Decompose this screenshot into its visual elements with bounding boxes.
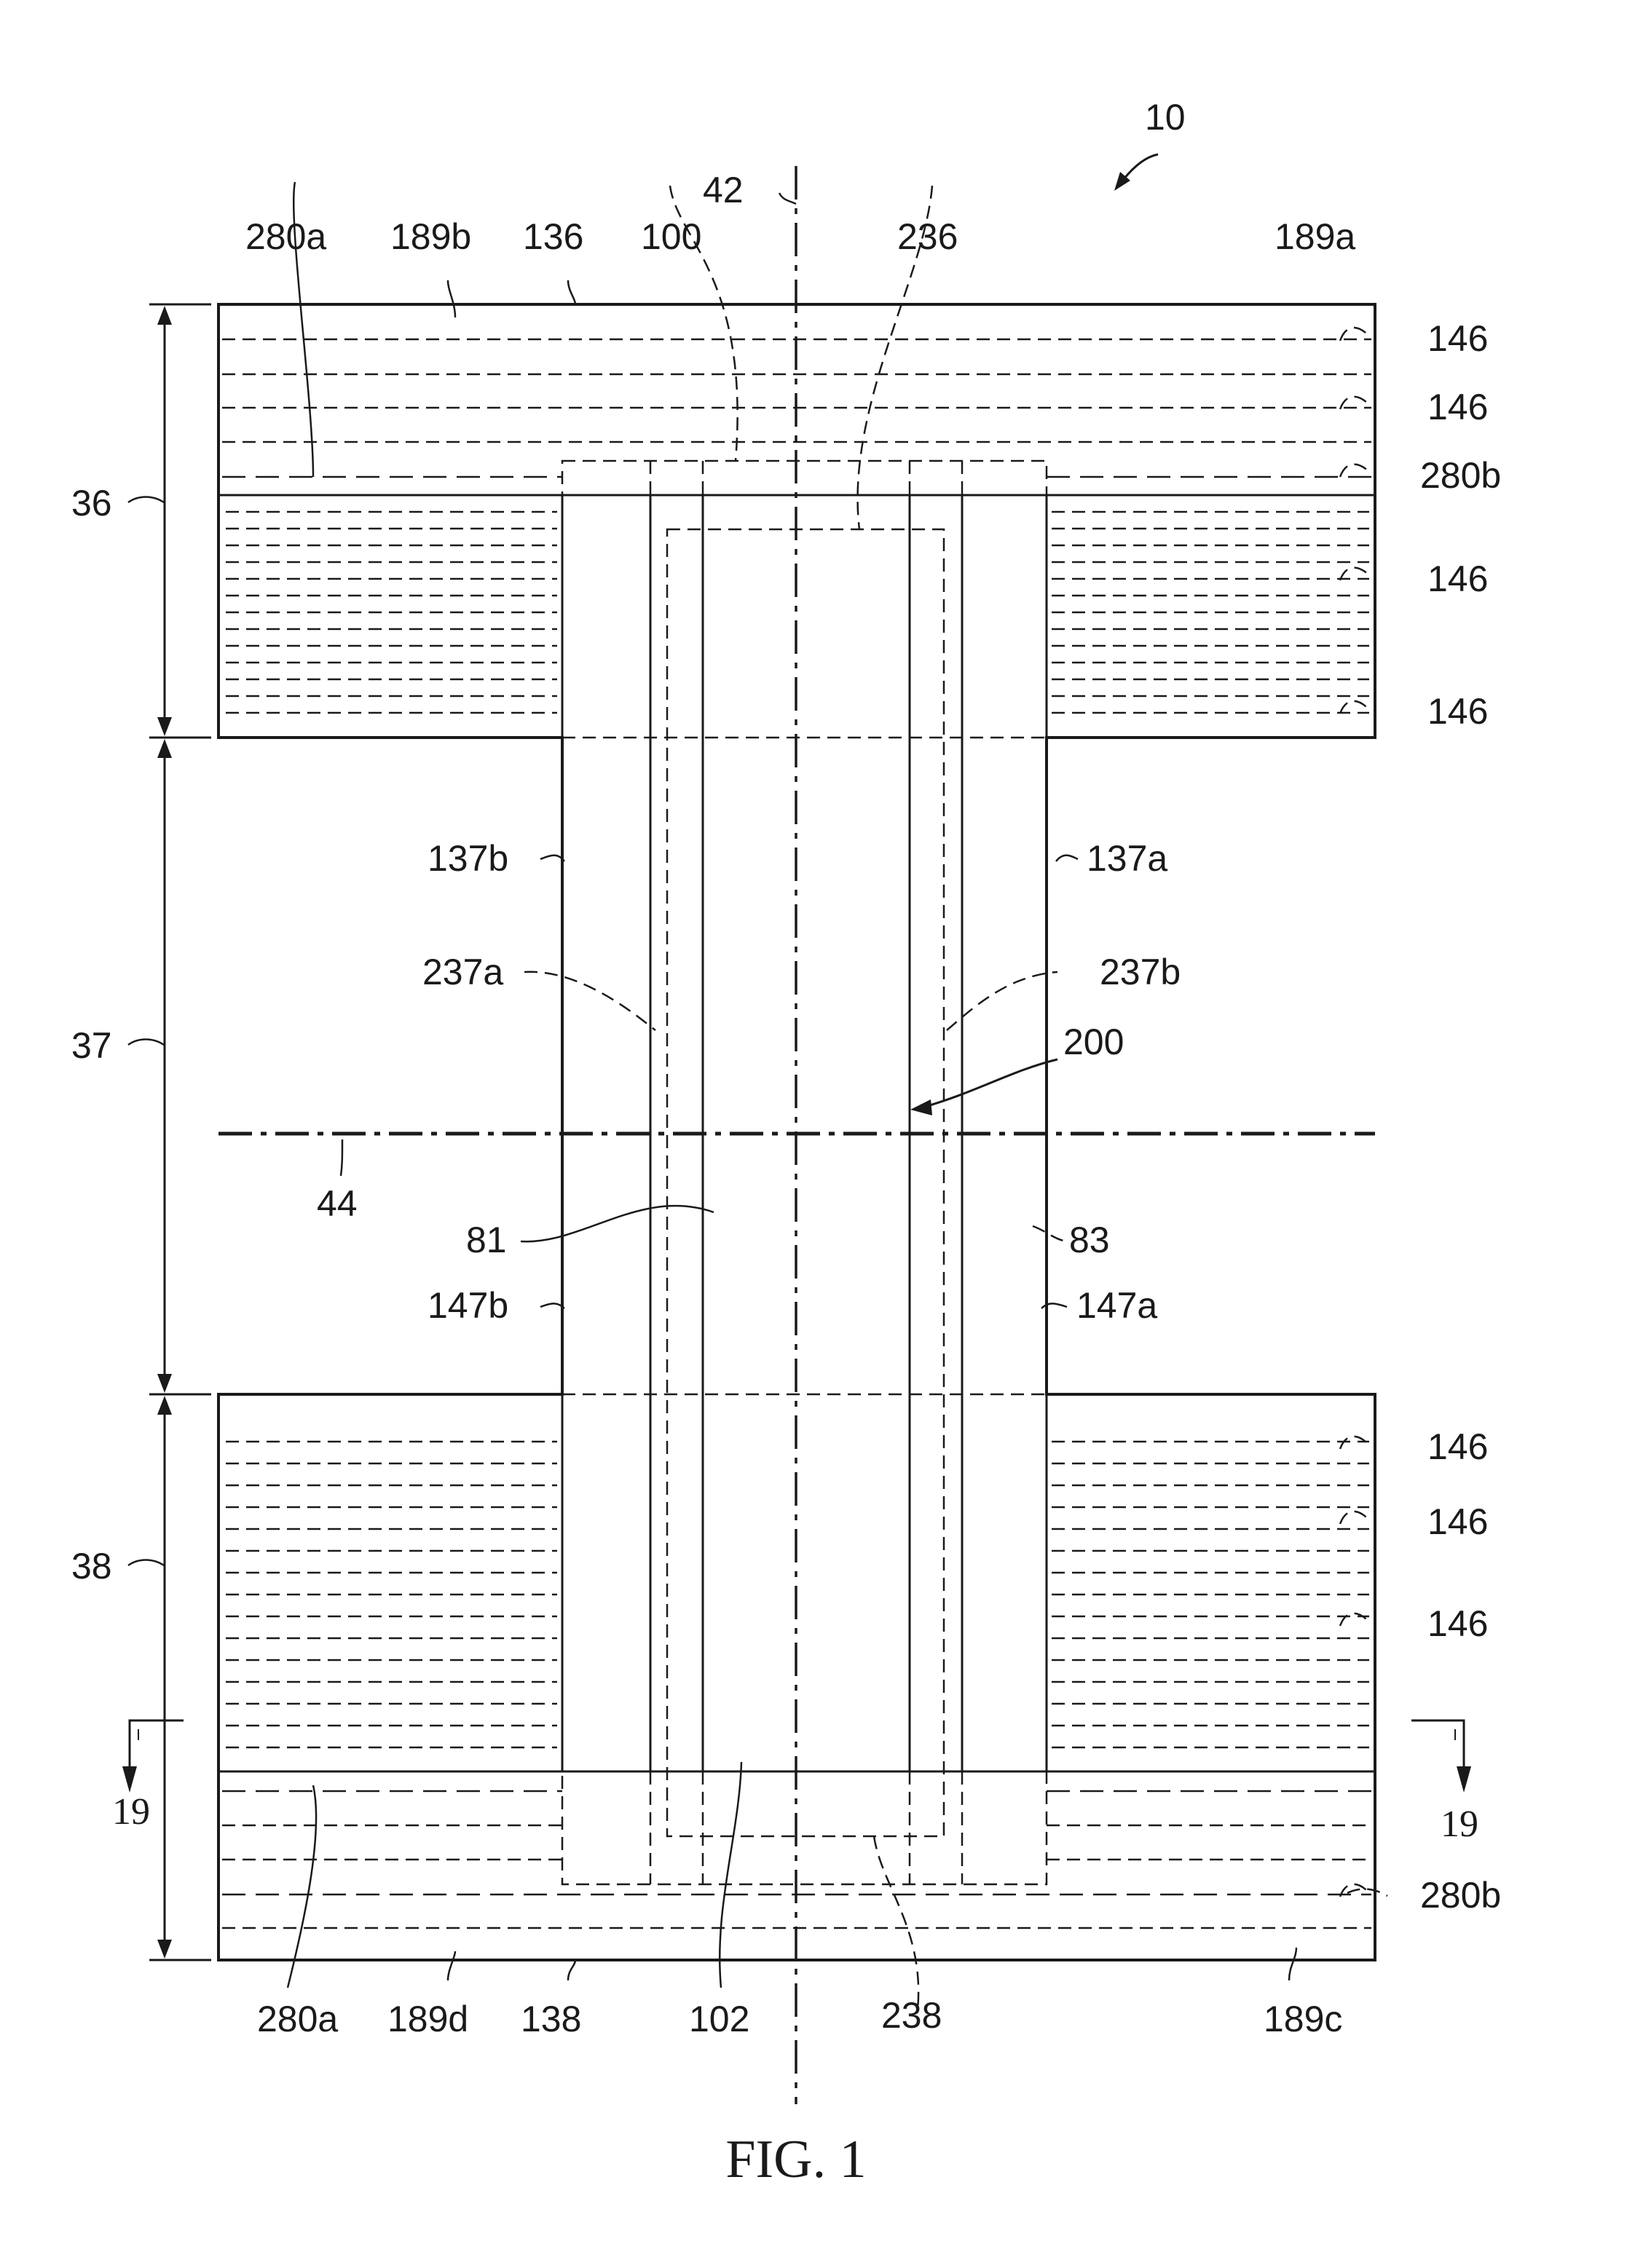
label-280a-top: 280a — [245, 216, 326, 257]
label-138: 138 — [521, 1999, 581, 2039]
label-189d: 189d — [387, 1999, 468, 2039]
label-36: 36 — [71, 483, 112, 523]
label-146-6: 146 — [1427, 1501, 1488, 1542]
label-146-5: 146 — [1427, 1426, 1488, 1467]
label-189a: 189a — [1275, 216, 1355, 257]
label-137a: 137a — [1087, 838, 1167, 879]
label-280b-top: 280b — [1420, 455, 1501, 496]
label-37: 37 — [71, 1025, 112, 1066]
section-marker-left — [122, 1720, 184, 1793]
label-19-left: 19 — [112, 1791, 150, 1833]
label-10: 10 — [1145, 97, 1186, 138]
leader-lines-solid — [128, 182, 1296, 1988]
label-42: 42 — [703, 170, 744, 210]
label-83: 83 — [1069, 1220, 1110, 1260]
label-146-3: 146 — [1427, 558, 1488, 599]
label-280b-bottom: 280b — [1420, 1875, 1501, 1916]
label-146-2: 146 — [1427, 387, 1488, 427]
figure-caption: FIG. 1 — [725, 2130, 866, 2189]
dimension-lines — [149, 304, 211, 1960]
label-200: 200 — [1063, 1022, 1124, 1062]
bottom-side-elastics — [226, 1442, 1369, 1747]
arrow-200 — [910, 1059, 1057, 1115]
label-19-right: 19 — [1441, 1803, 1478, 1845]
label-38: 38 — [71, 1546, 112, 1587]
label-238: 238 — [881, 1995, 942, 2036]
label-146-1: 146 — [1427, 318, 1488, 359]
label-102: 102 — [689, 1999, 749, 2039]
label-146-4: 146 — [1427, 691, 1488, 732]
top-side-elastics — [226, 512, 1369, 713]
section-marker-right — [1411, 1720, 1471, 1793]
chassis-dashed — [562, 461, 1047, 1884]
label-137b: 137b — [428, 838, 508, 879]
arrow-10 — [1114, 154, 1158, 191]
label-237a: 237a — [422, 952, 503, 992]
label-147a: 147a — [1076, 1285, 1157, 1326]
label-81: 81 — [466, 1220, 507, 1260]
label-147b: 147b — [428, 1285, 508, 1326]
label-236: 236 — [897, 216, 958, 257]
label-136: 136 — [523, 216, 583, 257]
label-237b: 237b — [1100, 952, 1181, 992]
label-189b: 189b — [390, 216, 471, 257]
leader-lines-dashed — [524, 186, 1387, 2010]
label-100: 100 — [641, 216, 701, 257]
label-280a-bottom: 280a — [257, 1999, 338, 2039]
label-189c: 189c — [1264, 1999, 1342, 2039]
label-146-7: 146 — [1427, 1603, 1488, 1644]
label-44: 44 — [317, 1183, 358, 1224]
